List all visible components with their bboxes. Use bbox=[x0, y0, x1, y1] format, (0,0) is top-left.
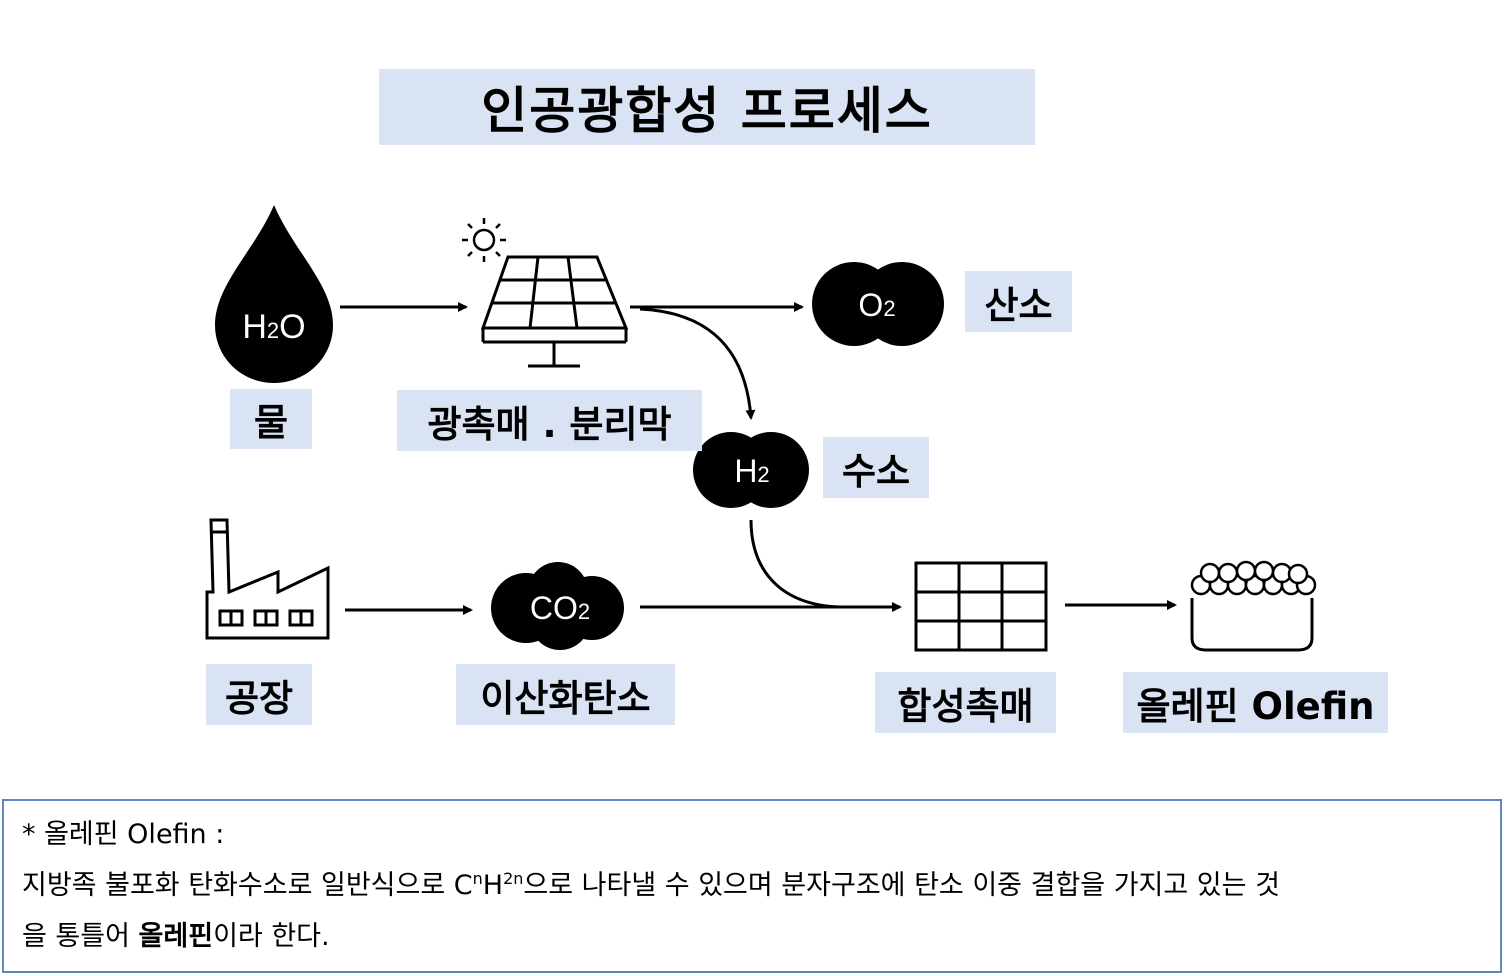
factory-icon bbox=[205, 518, 330, 640]
label-hydrogen: 수소 bbox=[823, 437, 929, 498]
olefin-beads-icon bbox=[1190, 560, 1317, 652]
catalyst-grid-icon bbox=[914, 561, 1048, 652]
cloud-icon: CO2 bbox=[491, 562, 624, 650]
olefin-definition-note: * 올레핀 Olefin : 지방족 불포화 탄화수소로 일반식으로 CnH2n… bbox=[2, 799, 1502, 973]
label-water: 물 bbox=[230, 389, 312, 449]
arrow-icon bbox=[639, 307, 756, 420]
label-factory: 공장 bbox=[206, 664, 312, 725]
label-olefin: 올레핀 Olefin bbox=[1123, 672, 1388, 733]
diagram-title: 인공광합성 프로세스 bbox=[379, 69, 1035, 145]
label-photocatalyst: 광촉매 . 분리막 bbox=[397, 390, 702, 451]
svg-text:H2: H2 bbox=[734, 453, 769, 489]
solar-panel-icon bbox=[480, 255, 629, 368]
note-line-2: 을 통틀어 올레핀이라 한다. bbox=[22, 921, 330, 952]
note-line-1: 지방족 불포화 탄화수소로 일반식으로 CnH2n으로 나타낼 수 있으며 분자… bbox=[22, 869, 1280, 901]
process-diagram: H2O O2 H2 bbox=[205, 205, 1317, 652]
label-oxygen: 산소 bbox=[965, 271, 1072, 332]
water-formula-label: H2O bbox=[242, 308, 305, 346]
arrow-icon bbox=[749, 519, 841, 609]
note-heading: * 올레핀 Olefin : bbox=[22, 819, 225, 850]
label-co2: 이산화탄소 bbox=[456, 664, 675, 725]
sun-icon bbox=[462, 218, 506, 262]
o2-molecule-icon: O2 bbox=[812, 262, 944, 346]
label-synthesis-catalyst: 합성촉매 bbox=[875, 672, 1056, 733]
h2-molecule-icon: H2 bbox=[693, 432, 809, 508]
water-drop-icon: H2O bbox=[215, 205, 333, 383]
svg-text:CO2: CO2 bbox=[530, 590, 590, 626]
svg-text:O2: O2 bbox=[858, 287, 895, 323]
